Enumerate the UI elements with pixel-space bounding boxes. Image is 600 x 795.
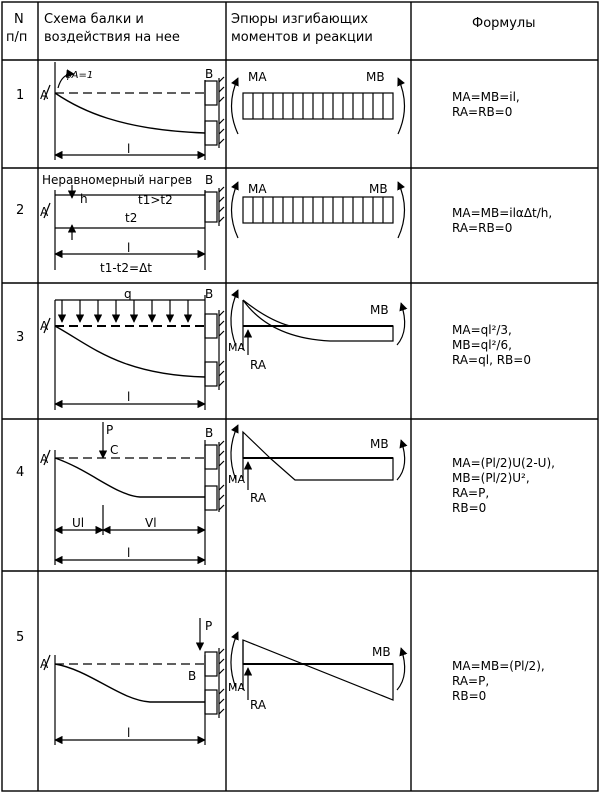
formula-row5-line2: RA=P, xyxy=(452,674,490,688)
label-a: A xyxy=(40,452,49,466)
row3-diagram xyxy=(230,289,408,355)
formula-row5-line1: MA=MB=(Pl/2), xyxy=(452,659,545,673)
label-mb: MB xyxy=(372,645,391,659)
header-diagram-2: моментов и реакции xyxy=(231,30,373,45)
header-n: N xyxy=(14,12,24,27)
label-mb: MB xyxy=(370,437,389,451)
label-mb: MB xyxy=(370,303,389,317)
row2-diagram xyxy=(230,181,406,239)
label-b: B xyxy=(188,669,197,683)
label-ra: RA xyxy=(250,491,267,505)
row4-diagram xyxy=(230,424,408,490)
row3-scheme xyxy=(43,295,225,410)
header-scheme-1: Схема балки и xyxy=(44,12,144,27)
label-a: A xyxy=(40,88,49,102)
label-l: l xyxy=(127,726,131,740)
label-c: C xyxy=(110,443,119,457)
row-number: 2 xyxy=(16,203,25,218)
label-b: B xyxy=(205,287,214,301)
formula-row1-line2: RA=RB=0 xyxy=(452,105,513,119)
label-a: A xyxy=(40,205,49,219)
formula-row3-line1: MA=ql²/3, xyxy=(452,323,512,337)
label-mb: MB xyxy=(369,182,388,196)
row1-diagram xyxy=(230,77,406,135)
formula-row4-line2: MB=(Pl/2)U², xyxy=(452,471,530,485)
label-ul: Ul xyxy=(72,516,85,530)
label-vl: Vl xyxy=(145,516,157,530)
label-ra: RA xyxy=(250,358,267,372)
formula-row1-line1: MA=MB=il, xyxy=(452,90,520,104)
header-diagram-1: Эпюры изгибающих xyxy=(231,12,369,27)
label-l: l xyxy=(127,546,131,560)
label-ra: RA xyxy=(250,698,267,712)
row-number: 4 xyxy=(16,465,25,480)
label-ma: MA xyxy=(228,341,246,354)
row-number: 3 xyxy=(16,330,25,345)
label-phi: φA=1 xyxy=(65,70,94,81)
formula-row4-line3: RA=P, xyxy=(452,486,490,500)
label-b: B xyxy=(205,173,214,187)
label-dt: t1-t2=Δt xyxy=(100,261,152,275)
formula-row4-line1: MA=(Pl/2)U(2-U), xyxy=(452,456,555,470)
label-uneven-heating: Неравномерный нагрев xyxy=(42,173,193,187)
label-l: l xyxy=(127,241,131,255)
label-a: A xyxy=(40,657,49,671)
formula-row4-line4: RB=0 xyxy=(452,501,487,515)
label-p: P xyxy=(205,619,213,633)
label-ma: MA xyxy=(228,473,246,486)
label-t2: t2 xyxy=(125,211,138,225)
header-n-sub: п/п xyxy=(6,30,28,45)
label-q: q xyxy=(124,287,132,301)
row5-diagram xyxy=(230,631,408,701)
label-ma: MA xyxy=(248,70,267,84)
header-scheme-2: воздействия на нее xyxy=(44,30,180,45)
header-formulas: Формулы xyxy=(472,16,536,31)
label-b: B xyxy=(205,67,214,81)
label-mb: MB xyxy=(366,70,385,84)
row-number: 1 xyxy=(16,88,25,103)
row-number: 5 xyxy=(16,630,25,645)
label-l: l xyxy=(127,390,131,404)
label-l: l xyxy=(127,142,131,156)
label-t1-gt-t2: t1>t2 xyxy=(138,193,173,207)
formula-row5-line3: RB=0 xyxy=(452,689,487,703)
label-b: B xyxy=(205,426,214,440)
label-h: h xyxy=(80,192,88,206)
formula-row2-line2: RA=RB=0 xyxy=(452,221,513,235)
formula-row3-line3: RA=ql, RB=0 xyxy=(452,353,531,367)
label-ma: MA xyxy=(228,681,246,694)
row4-scheme xyxy=(43,422,225,565)
row2-scheme xyxy=(43,185,225,270)
label-p: P xyxy=(106,423,114,437)
row1-scheme xyxy=(43,62,225,160)
row5-scheme xyxy=(43,618,225,745)
label-a: A xyxy=(40,319,49,333)
formula-row2-line1: MA=MB=ilαΔt/h, xyxy=(452,206,553,220)
label-ma: MA xyxy=(248,182,267,196)
formula-row3-line2: MB=ql²/6, xyxy=(452,338,512,352)
